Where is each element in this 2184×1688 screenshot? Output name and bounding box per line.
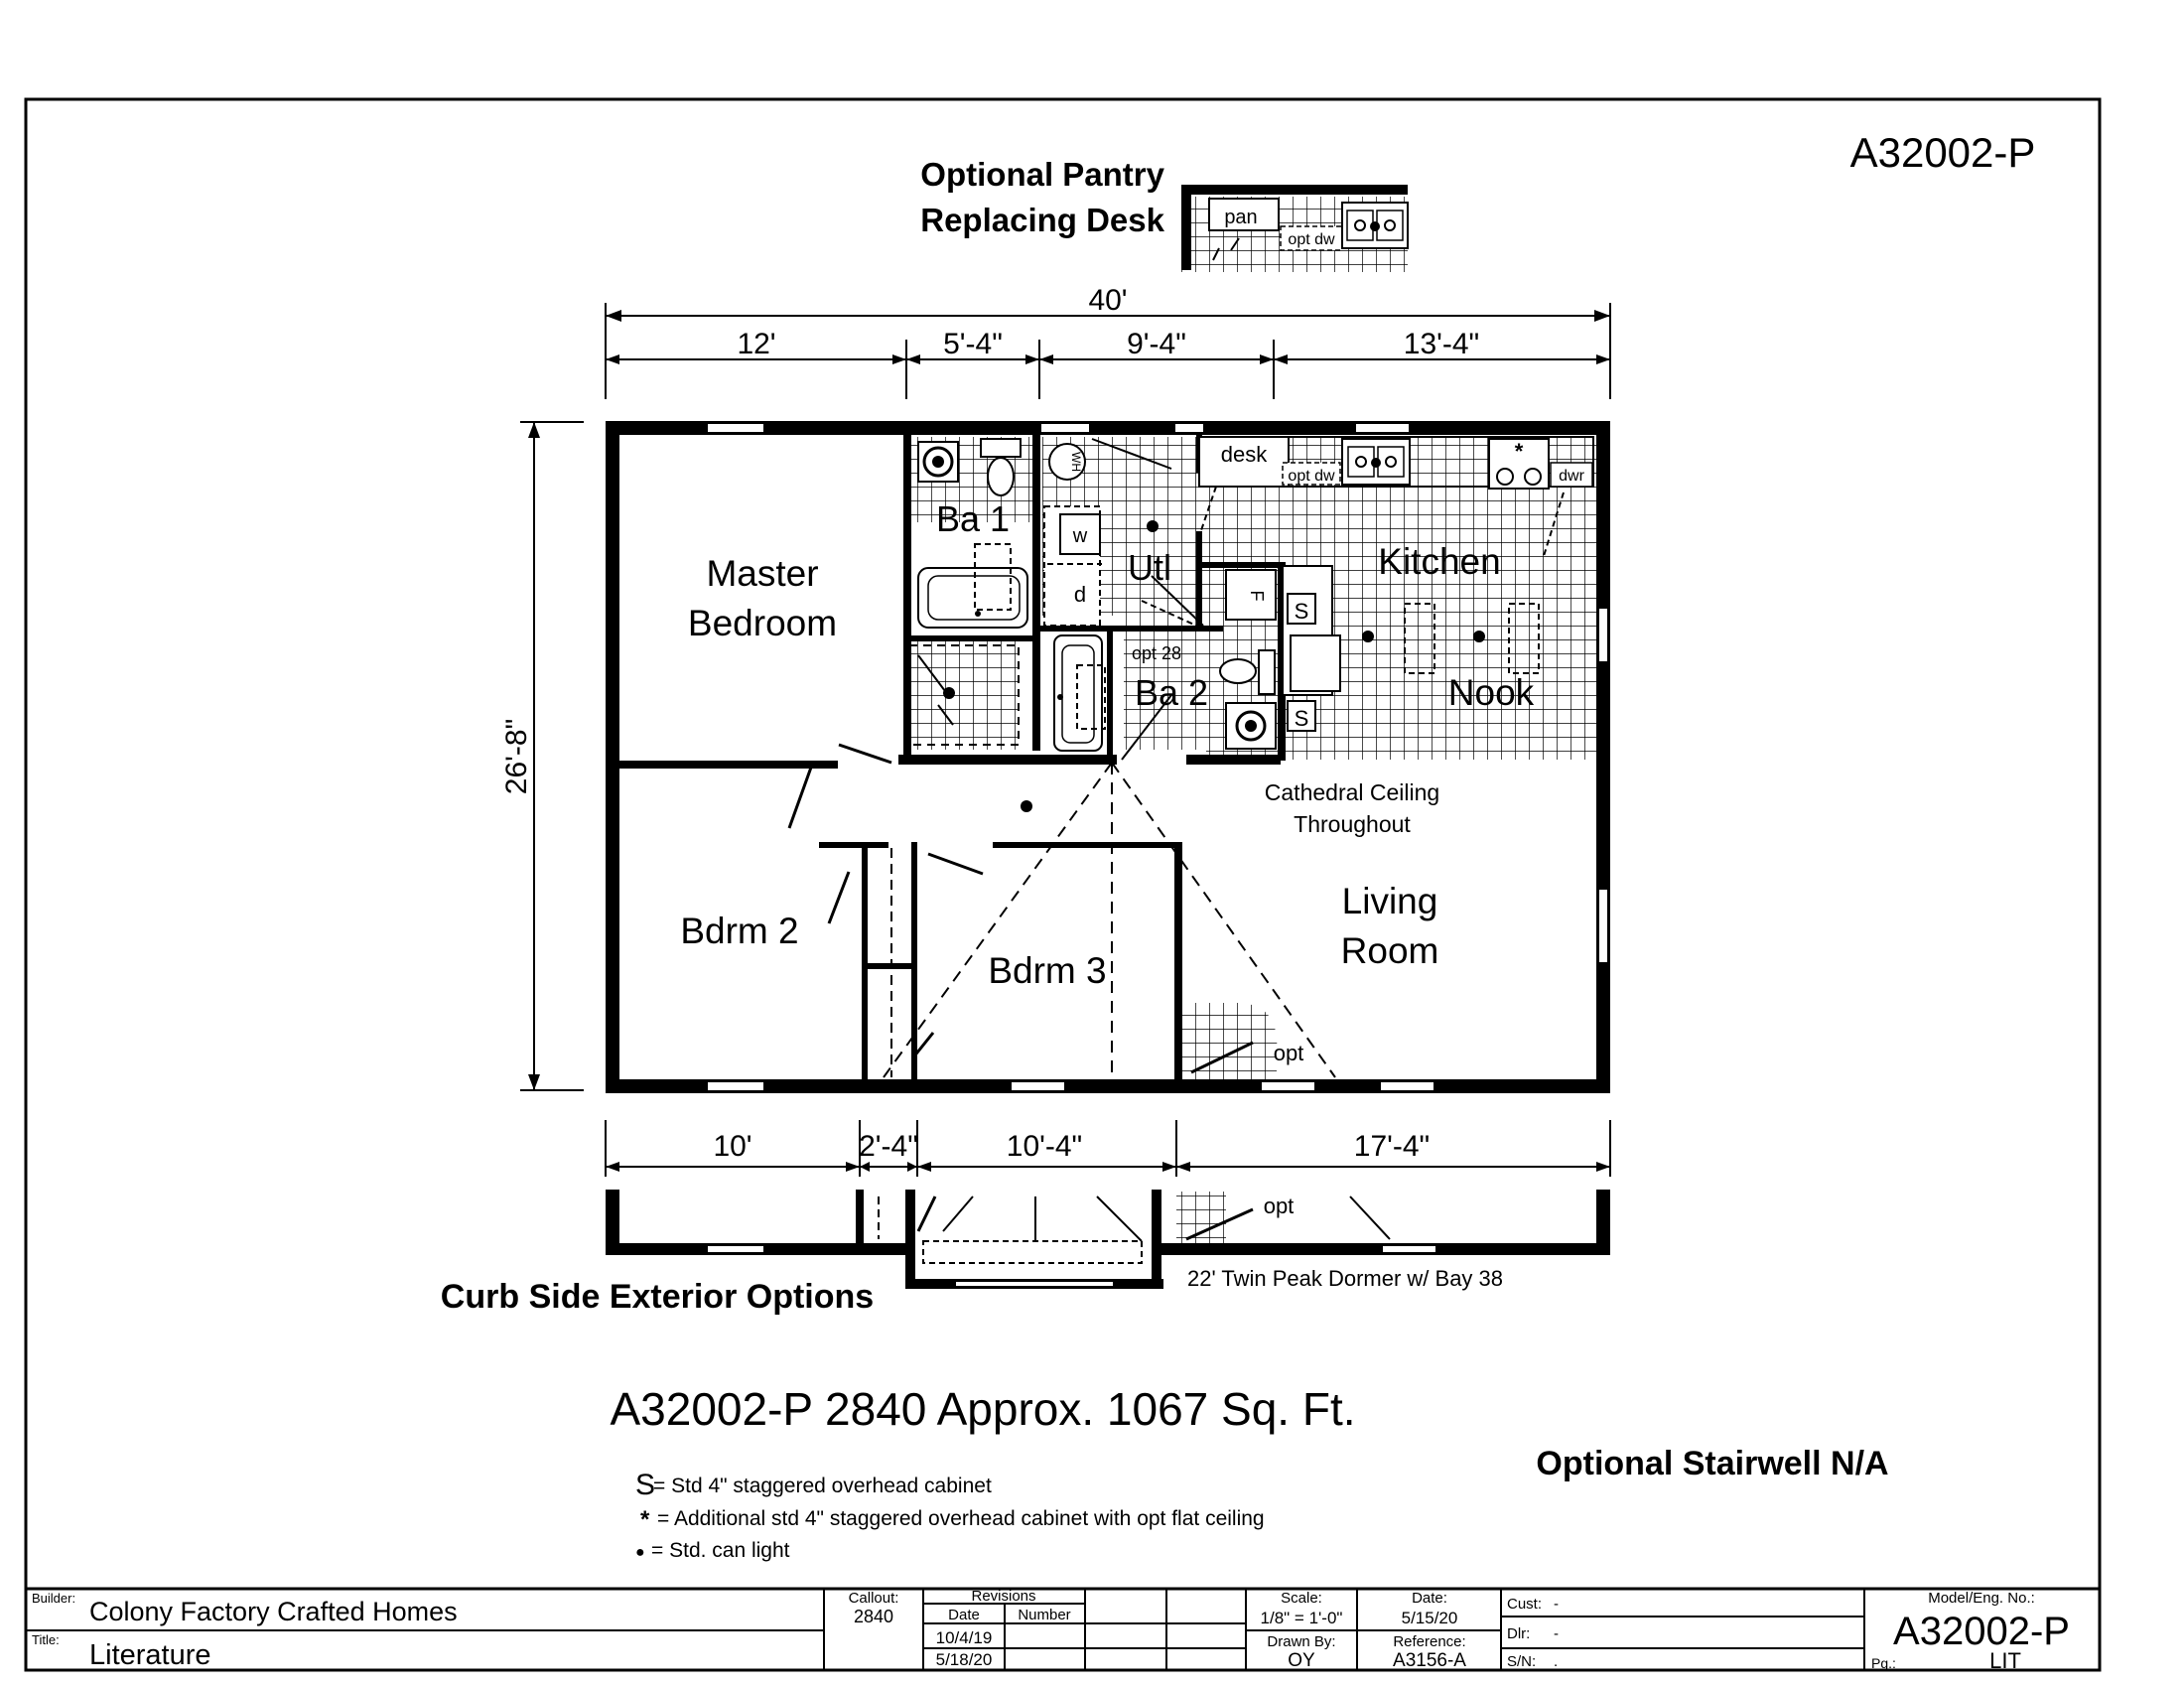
callout-value: 2840	[854, 1607, 893, 1626]
bath2-label: Ba 2	[1135, 672, 1208, 713]
legend-symbol-star: *	[640, 1506, 650, 1533]
sn-label: S/N:	[1507, 1653, 1536, 1670]
master-bedroom-label-1: Master	[706, 553, 818, 594]
living-room-label-1: Living	[1342, 881, 1438, 921]
legend-symbol-light: ●	[635, 1544, 645, 1561]
curb-side-options: opt 22' Twin Peak Dormer w/ Bay 38 Curb …	[441, 1190, 1610, 1316]
top-dim-2: 5'-4"	[943, 328, 1003, 360]
rev-date-label: Date	[948, 1607, 980, 1623]
date-value: 5/15/20	[1402, 1609, 1458, 1627]
model-eng-label: Model/Eng. No.:	[1928, 1590, 2035, 1607]
revisions-label: Revisions	[971, 1588, 1035, 1605]
bottom-dim-4: 17'-4"	[1354, 1130, 1430, 1163]
legend-symbol-s: S	[635, 1469, 655, 1501]
reference-label: Reference:	[1393, 1633, 1465, 1650]
depth-dimension: 26'-8"	[500, 421, 584, 1091]
top-dim-3: 9'-4"	[1127, 328, 1186, 360]
builder-label: Builder:	[32, 1591, 75, 1606]
opt-dw-label: opt dw	[1288, 468, 1335, 485]
fridge-label: F	[1247, 591, 1267, 602]
curb-opt-label: opt	[1264, 1194, 1295, 1218]
pantry-title-line1: Optional Pantry	[920, 156, 1164, 193]
drawn-by-value: OY	[1288, 1650, 1315, 1671]
pantry-pan-label: pan	[1224, 207, 1257, 228]
title-value: Literature	[89, 1639, 211, 1671]
living-room-label-2: Room	[1341, 930, 1439, 971]
top-dim-4: 13'-4"	[1404, 328, 1479, 360]
water-heater-label: WH	[1069, 452, 1083, 472]
dlr-value: -	[1554, 1625, 1559, 1642]
cust-label: Cust:	[1507, 1596, 1542, 1613]
bottom-dim-1: 10'	[713, 1130, 751, 1163]
date-label: Date:	[1412, 1590, 1447, 1607]
legend-text-light: = Std. can light	[651, 1539, 790, 1562]
nook-label: Nook	[1448, 672, 1535, 713]
cathedral-ceiling-note-2: Throughout	[1294, 811, 1411, 837]
dryer-label: d	[1074, 582, 1086, 607]
utility-label: Utl	[1128, 547, 1171, 588]
scale-label: Scale:	[1281, 1590, 1322, 1607]
rev-number-label: Number	[1018, 1607, 1070, 1623]
depth-dim: 26'-8"	[500, 719, 533, 794]
drawn-by-label: Drawn By:	[1267, 1633, 1335, 1650]
star-cabinet: *	[1515, 439, 1524, 464]
opt-living-label: opt	[1274, 1041, 1304, 1065]
master-bedroom-label-2: Bedroom	[688, 603, 837, 643]
kitchen-label: Kitchen	[1378, 541, 1500, 582]
model-number-top: A32002-P	[1850, 129, 2036, 176]
s-cabinet-top: S	[1295, 599, 1309, 624]
s-cabinet-bottom: S	[1295, 706, 1309, 731]
scale-value: 1/8" = 1'-0"	[1261, 1609, 1343, 1627]
bedroom3-label: Bdrm 3	[988, 950, 1106, 991]
dlr-label: Dlr:	[1507, 1625, 1530, 1642]
legend-text-s: = Std 4" staggered overhead cabinet	[653, 1475, 992, 1497]
pg-value: LIT	[1989, 1648, 2021, 1673]
bottom-dim-2: 2'-4"	[859, 1130, 918, 1163]
reference-value: A3156-A	[1393, 1650, 1466, 1671]
cathedral-ceiling-note-1: Cathedral Ceiling	[1265, 779, 1439, 805]
bottom-dim-3: 10'-4"	[1007, 1130, 1082, 1163]
overall-width-dim: 40'	[1088, 284, 1127, 317]
rev-date-1: 10/4/19	[936, 1628, 993, 1647]
title-label: Title:	[32, 1632, 60, 1647]
pantry-option-inset: Optional Pantry Replacing Desk pan opt d…	[920, 156, 1409, 272]
top-dim-1: 12'	[737, 328, 775, 360]
pg-label: Pg.:	[1871, 1655, 1896, 1671]
opt28-label: opt 28	[1132, 643, 1181, 663]
desk-label: desk	[1221, 442, 1268, 467]
callout-label: Callout:	[849, 1590, 899, 1607]
washer-label: w	[1072, 525, 1088, 547]
pantry-title-line2: Replacing Desk	[920, 202, 1164, 238]
legend: S = Std 4" staggered overhead cabinet * …	[635, 1469, 1265, 1562]
title-block: Builder: Colony Factory Crafted Homes Ti…	[24, 1587, 2102, 1673]
bedroom2-label: Bdrm 2	[680, 911, 798, 951]
rev-date-2: 5/18/20	[936, 1650, 993, 1669]
bottom-dimensions: 10' 2'-4" 10'-4" 17'-4"	[605, 1120, 1611, 1177]
plan-summary-headline: A32002-P 2840 Approx. 1067 Sq. Ft.	[610, 1383, 1355, 1435]
stairwell-note: Optional Stairwell N/A	[1536, 1445, 1888, 1482]
dwr-label: dwr	[1559, 468, 1584, 485]
cust-value: -	[1554, 1596, 1559, 1613]
pantry-dw-label: opt dw	[1288, 231, 1335, 248]
legend-text-star: = Additional std 4" staggered overhead c…	[657, 1507, 1265, 1530]
top-dimensions: 40' 12' 5'-4" 9'-4" 13'-4"	[605, 284, 1611, 399]
dormer-note: 22' Twin Peak Dormer w/ Bay 38	[1187, 1266, 1503, 1291]
floor-plan: WH w d F S S desk opt dw	[606, 421, 1610, 1093]
model-eng-value: A32002-P	[1893, 1610, 2070, 1653]
curb-side-title: Curb Side Exterior Options	[441, 1278, 874, 1316]
builder-value: Colony Factory Crafted Homes	[89, 1597, 458, 1626]
bath1-label: Ba 1	[936, 498, 1010, 539]
sn-value: .	[1554, 1653, 1558, 1670]
